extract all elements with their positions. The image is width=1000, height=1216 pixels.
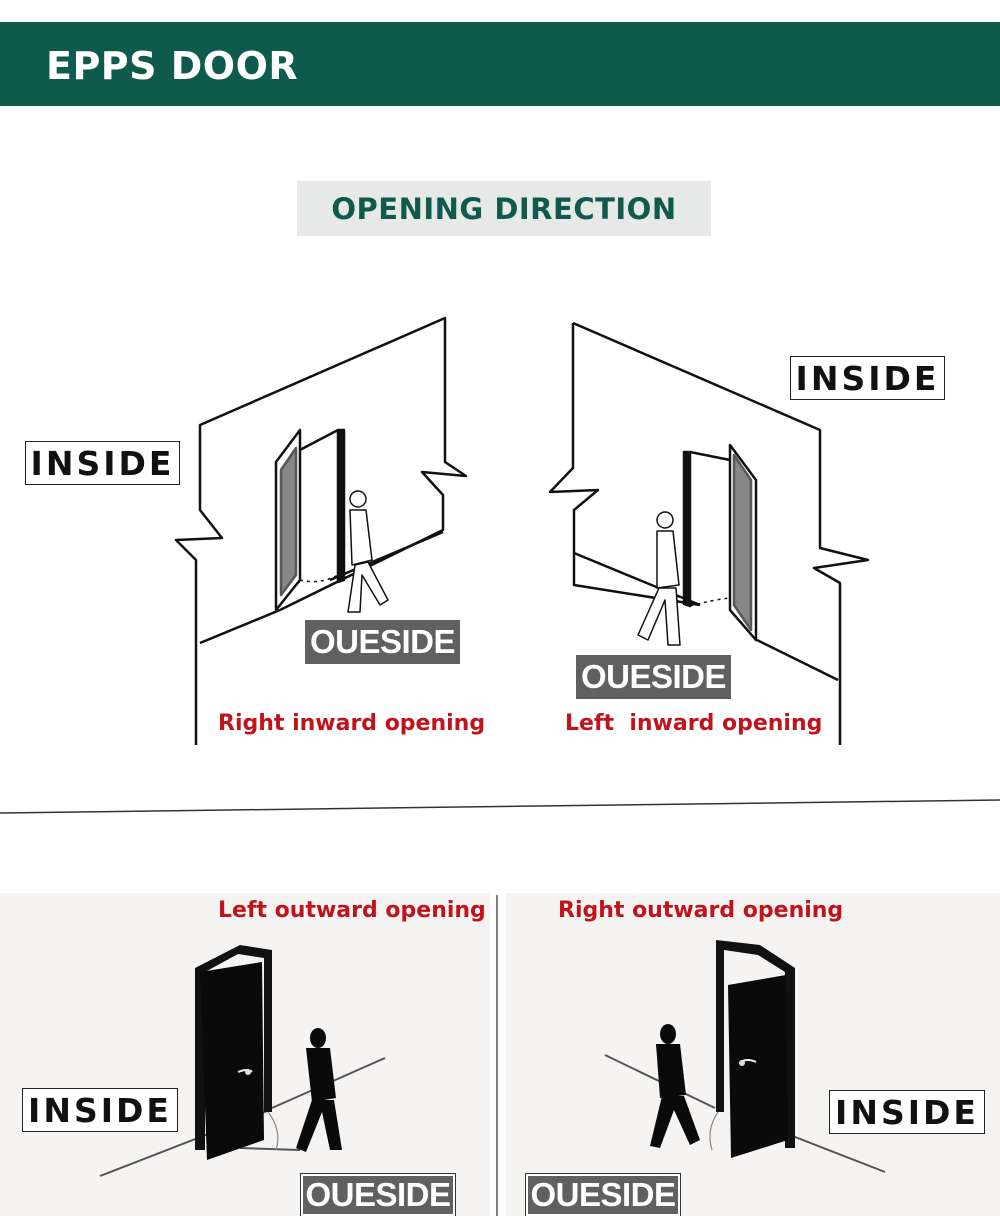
section-title-pill: OPENING DIRECTION [297,181,711,236]
right-inward-diagram [174,316,468,745]
caption-right-inward: Right inward opening [218,711,486,736]
left-outward-diagram [99,945,386,1177]
outside-label-1: OUESIDE [305,620,460,664]
right-outward-diagram [604,940,886,1173]
outside-label-3: OUESIDE [300,1173,456,1216]
inside-label-1: INSIDE [25,441,180,485]
brand-title: EPPS DOOR [46,44,299,88]
header-banner [0,22,1000,106]
section-title: OPENING DIRECTION [331,191,677,226]
outside-label-2: OUESIDE [576,655,731,699]
inside-label-4: INSIDE [829,1090,985,1134]
left-inward-diagram [548,321,870,745]
caption-left-outward: Left outward opening [218,898,486,923]
caption-left-inward: Left inward opening [565,711,823,736]
divider-line [0,799,1000,814]
inside-label-3: INSIDE [22,1088,178,1132]
inside-label-2: INSIDE [790,356,945,400]
outside-label-4: OUESIDE [525,1173,681,1216]
caption-right-outward: Right outward opening [558,898,844,923]
